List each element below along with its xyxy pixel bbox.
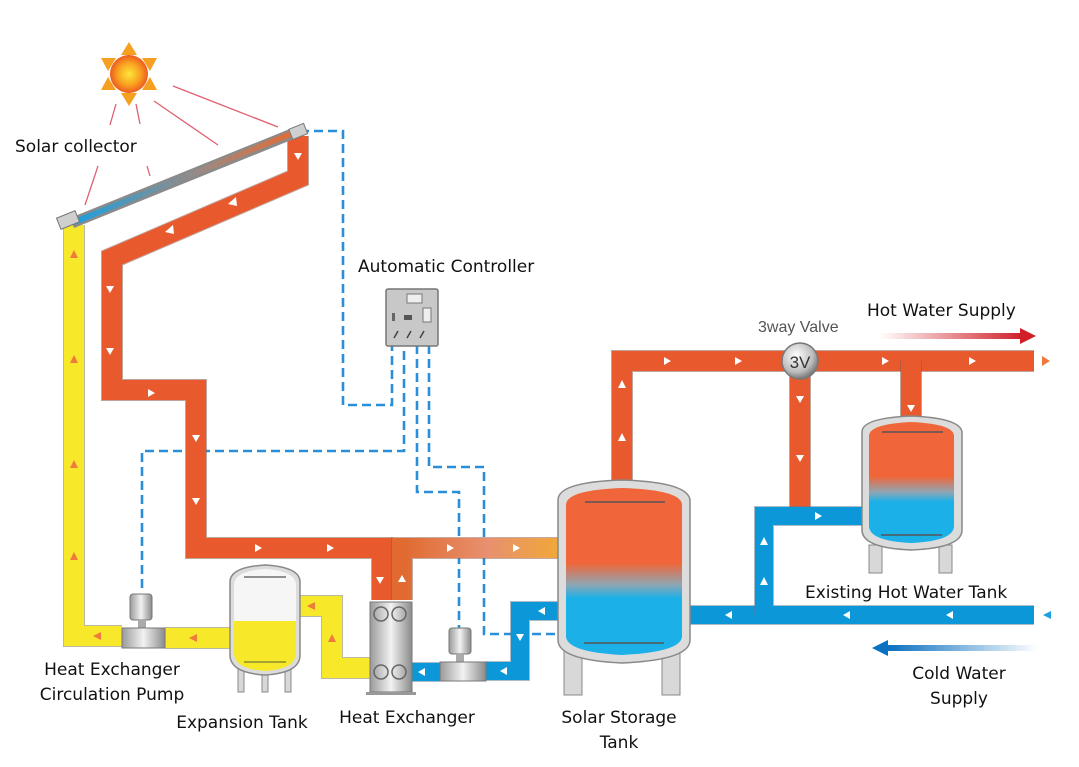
control-signal-lines	[140, 129, 558, 636]
label-solar-collector: Solar collector	[15, 137, 137, 157]
sun-icon	[101, 42, 157, 106]
three-way-valve-icon: 3V	[781, 342, 819, 380]
label-existing-hot-water-tank: Existing Hot Water Tank	[805, 583, 1007, 603]
hot-water-supply-arrow	[880, 328, 1036, 344]
cold-water-supply-arrow	[872, 640, 1038, 656]
label-circulation-pump-1: Heat Exchanger	[44, 660, 180, 680]
label-cold-water-supply-2: Supply	[930, 689, 988, 709]
sun-rays	[84, 85, 279, 206]
cold-water-pipe	[410, 506, 1051, 682]
pump-icon	[439, 627, 487, 682]
controller-box-icon	[385, 288, 439, 347]
existing-hot-water-tank	[861, 415, 963, 574]
label-hot-water-supply: Hot Water Supply	[867, 301, 1016, 321]
label-solar-storage-tank-2: Tank	[599, 733, 639, 753]
heat-exchanger	[366, 601, 416, 695]
hot-collector-loop-pipe	[101, 136, 393, 600]
heat-exchanger-outlet-pipe	[391, 537, 558, 600]
hot-water-supply-pipe	[611, 350, 1050, 510]
expansion-tank	[229, 564, 301, 693]
solar-storage-tank	[557, 479, 691, 696]
pump-icon	[121, 593, 166, 649]
label-heat-exchanger: Heat Exchanger	[339, 708, 475, 728]
label-three-way-valve: 3way Valve	[758, 319, 839, 336]
solar-collector	[55, 122, 309, 230]
label-circulation-pump-2: Circulation Pump	[40, 685, 185, 705]
label-automatic-controller: Automatic Controller	[358, 257, 534, 277]
glycol-loop-pipe	[63, 225, 370, 679]
label-solar-storage-tank-1: Solar Storage	[561, 708, 676, 728]
label-expansion-tank: Expansion Tank	[176, 713, 308, 733]
label-cold-water-supply-1: Cold Water	[912, 664, 1005, 684]
three-way-valve-badge: 3V	[790, 353, 811, 372]
